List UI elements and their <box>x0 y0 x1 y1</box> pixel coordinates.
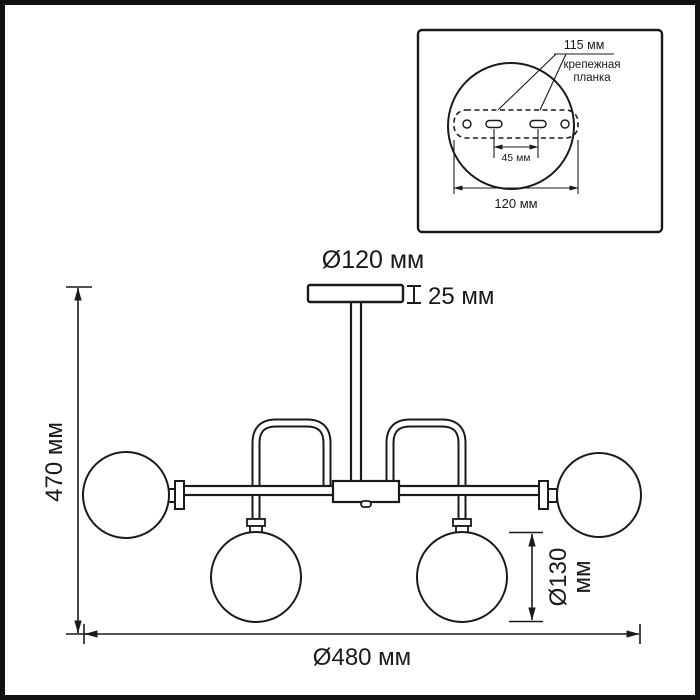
left-drop-stem <box>251 494 261 520</box>
mounting-detail-inset <box>416 28 664 234</box>
plate-hole-right <box>560 119 570 129</box>
left-bottom-neck-flange <box>246 518 266 527</box>
central-stem <box>349 299 363 484</box>
right-bottom-neck-flange <box>452 518 472 527</box>
curved-arms <box>251 418 467 490</box>
dim-label-globe-diameter-line1: Ø130 <box>545 548 572 607</box>
leader-line-right <box>539 53 567 111</box>
mounting-plate-outline <box>453 109 579 139</box>
right-bottom-globe <box>416 531 508 623</box>
dimension-labels: Ø120 мм 25 мм 470 мм Ø480 мм Ø130 мм <box>41 246 596 671</box>
dim-label-120: 120 мм <box>494 196 537 211</box>
dim-label-canopy-diameter: Ø120 мм <box>322 246 424 274</box>
leader-line-left <box>497 53 557 111</box>
left-end-collar <box>174 480 185 510</box>
chandelier-body <box>82 283 642 623</box>
dimension-lines <box>66 285 641 644</box>
right-drop-stem <box>457 494 467 520</box>
inset-panel-border <box>416 28 664 234</box>
dim-label-overall-height: 470 мм <box>41 422 68 502</box>
dim-label-globe-diameter-line2: мм <box>569 561 596 594</box>
dim-label-canopy-height: 25 мм <box>428 283 494 310</box>
part-label-line2: планка <box>573 72 611 84</box>
plate-hole-left <box>462 119 472 129</box>
right-side-globe <box>556 452 642 538</box>
right-end-collar <box>538 480 549 510</box>
right-curved-arm <box>385 418 467 490</box>
left-bottom-globe <box>210 531 302 623</box>
ceiling-cup-circle <box>447 62 575 190</box>
left-curved-arm <box>251 418 332 490</box>
dim-label-115: 115 мм <box>564 38 605 52</box>
plate-slot-right <box>529 119 547 129</box>
center-body-block <box>331 479 401 504</box>
right-side-neck <box>547 488 558 503</box>
part-label-line1: крепежная <box>564 59 621 71</box>
ceiling-canopy <box>306 283 405 304</box>
center-finial <box>360 500 372 508</box>
dim-label-overall-width: Ø480 мм <box>313 644 411 671</box>
inset-labels: 115 мм крепежная планка 45 мм 120 мм <box>494 38 620 211</box>
left-side-globe <box>82 451 170 539</box>
plate-slot-left <box>485 119 503 129</box>
dim-label-45: 45 мм <box>501 152 530 164</box>
